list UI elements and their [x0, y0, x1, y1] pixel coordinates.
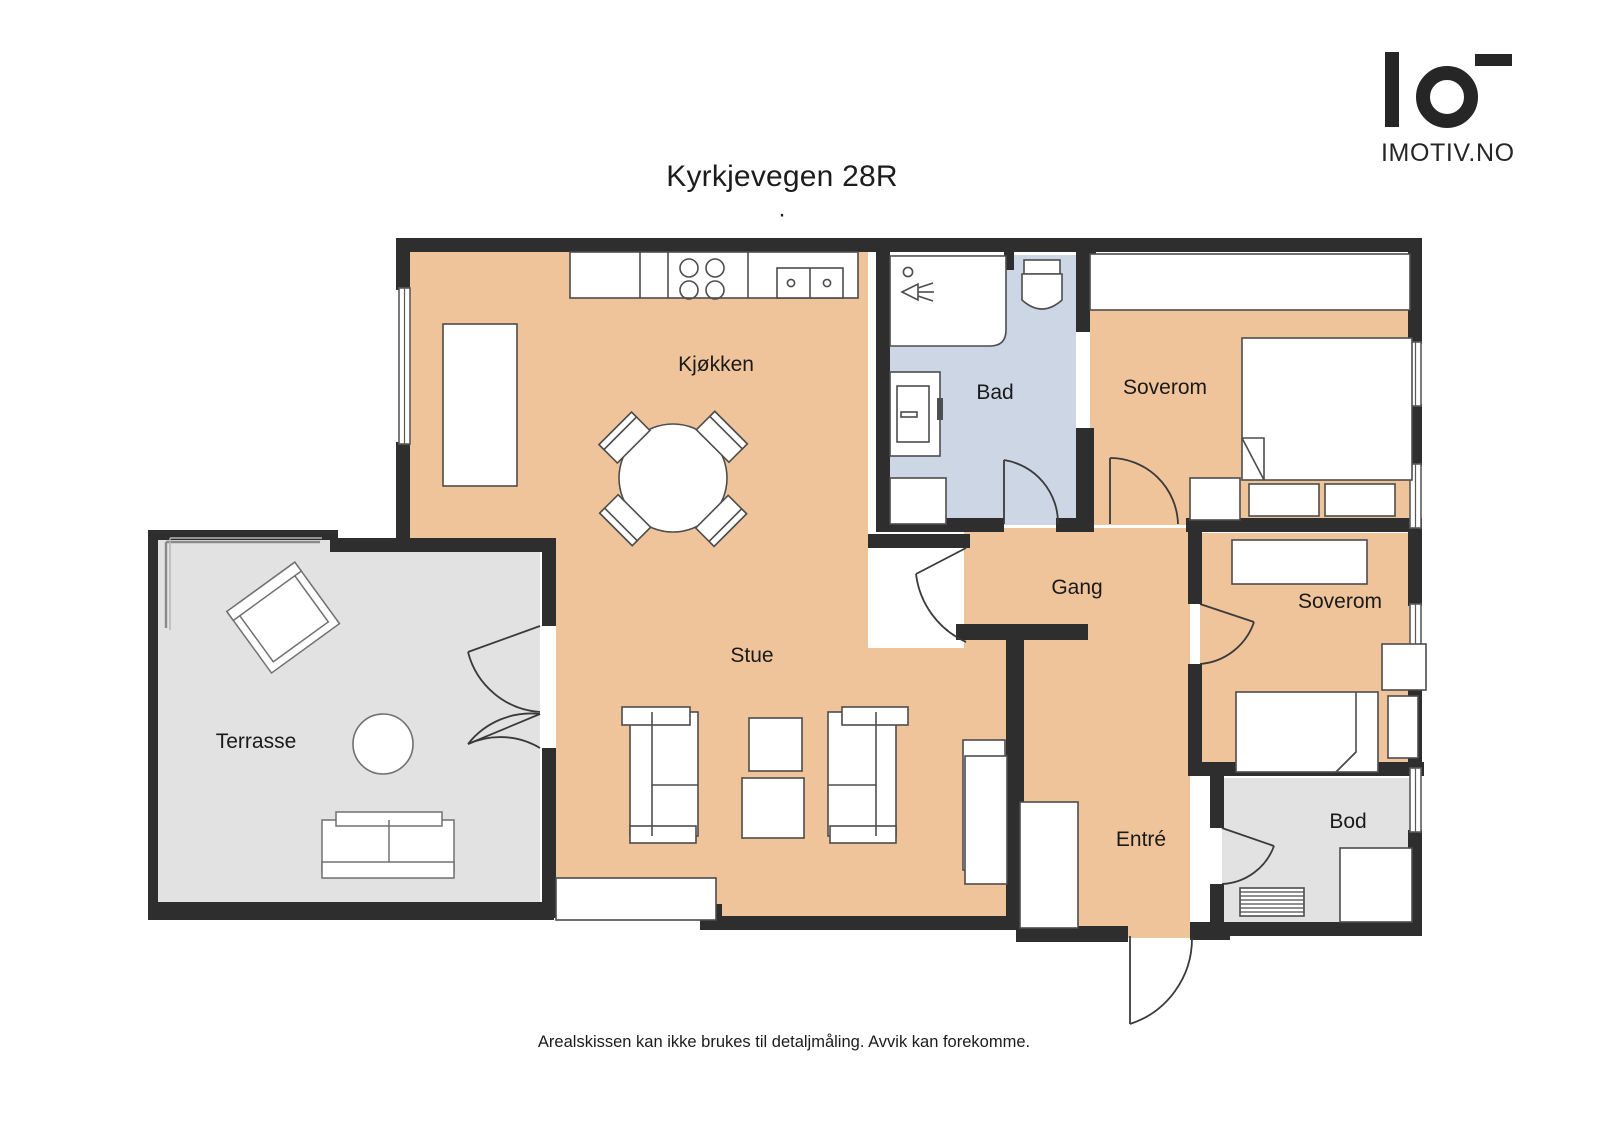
wall-exterior-east-3	[1408, 526, 1422, 606]
wardrobe-entre-left	[964, 755, 1008, 885]
wall-stue-west	[542, 538, 556, 626]
wall-bad-east-upper	[1076, 248, 1090, 332]
soverom-1-door	[1109, 457, 1179, 525]
imotiv-logo: IMOTIV.NO	[1377, 40, 1567, 175]
wardrobe-soverom-2	[1231, 539, 1368, 585]
wall-soverom1-south	[1186, 518, 1422, 532]
nightstand-lower	[1387, 695, 1419, 759]
disclaimer-note: Arealskissen kan ikke brukes til detaljm…	[0, 1033, 1600, 1052]
fixtures-kjokken	[442, 251, 859, 548]
wall-entre-south	[1016, 926, 1128, 942]
wall-exterior-west-upper	[396, 238, 410, 290]
fixtures-terrasse	[164, 537, 455, 879]
pillow	[1248, 483, 1320, 517]
entrance-door	[1129, 936, 1193, 1025]
wall-terrasse-west	[148, 530, 158, 912]
shower-tray	[889, 255, 1007, 347]
fixtures-soverom-2	[1231, 539, 1427, 773]
coffee-table-upper	[748, 717, 803, 772]
soverom-2-door	[1199, 603, 1255, 665]
title-dot: ·	[0, 201, 1600, 228]
room-label-entre: Entré	[1115, 828, 1167, 851]
room-label-terrasse: Terrasse	[215, 730, 297, 753]
armchair	[225, 561, 341, 675]
single-bed	[1235, 691, 1379, 773]
room-label-bod: Bod	[1329, 810, 1367, 833]
wall-exterior-south-east	[1190, 922, 1422, 936]
sofa-right	[827, 706, 909, 844]
wall-bad-west	[876, 248, 890, 530]
dining-chair-group	[597, 410, 749, 548]
stair-hatch	[1239, 887, 1305, 917]
logo-dash-icon	[1475, 54, 1512, 66]
cooktop-icon	[679, 258, 725, 300]
room-label-stue: Stue	[730, 644, 774, 667]
room-label-gang: Gang	[1051, 576, 1103, 599]
fixtures-bod	[1239, 847, 1413, 923]
outdoor-sofa	[321, 811, 455, 879]
wall-bod-west	[1210, 776, 1224, 828]
sofa-left	[621, 706, 699, 844]
room-label-soverom-1: Soverom	[1122, 376, 1208, 399]
fixtures-bad	[889, 255, 1063, 525]
pillow	[1324, 483, 1396, 517]
wardrobe-soverom-1	[1089, 253, 1411, 311]
washing-machine	[889, 477, 947, 525]
kitchen-sink-icon	[776, 267, 844, 299]
wall-stue-south-2	[700, 916, 1030, 930]
double-bed	[1241, 337, 1413, 517]
room-label-kjokken: Kjøkken	[678, 353, 754, 376]
bod-door	[1221, 827, 1275, 885]
wall-bod-west-2	[1210, 884, 1224, 928]
wall-gang-north-2	[956, 624, 1088, 640]
disclaimer-text: Arealskissen kan ikke brukes til detaljm…	[537, 1033, 1031, 1051]
imotiv-logo-icon	[1377, 40, 1567, 130]
wall-soverom2-west	[1188, 532, 1202, 604]
nightstand-soverom-1	[1189, 477, 1241, 521]
nightstand-upper	[1381, 643, 1427, 691]
wall-west-stue-jog	[396, 538, 556, 552]
wall-exterior-north	[396, 238, 1422, 252]
wall-terrasse-south	[148, 902, 554, 920]
wall-soverom2-west-2	[1188, 664, 1202, 774]
storage-cabinet	[1339, 847, 1413, 923]
terrace-door-lower	[467, 712, 541, 749]
fixtures-entre	[964, 755, 1079, 929]
sideboard	[555, 877, 717, 921]
wall-gang-north	[868, 534, 970, 548]
coffee-table-lower	[741, 777, 805, 839]
wall-exterior-west-mid	[396, 442, 410, 552]
outdoor-round-table	[352, 713, 414, 775]
tall-cabinet	[442, 323, 518, 487]
terrace-door-upper	[467, 625, 541, 713]
wardrobe-entre-right	[1019, 801, 1079, 929]
wall-entre-south-2	[1190, 922, 1230, 940]
room-label-soverom-2: Soverom	[1297, 590, 1383, 613]
page-title-text: Kyrkjevegen 28R	[666, 160, 898, 193]
windows	[398, 287, 1422, 833]
toilet	[1021, 259, 1063, 310]
bad-door	[1003, 459, 1059, 525]
page-title: Kyrkjevegen 28R	[0, 160, 1600, 194]
vanity-sink	[889, 371, 943, 457]
logo-text: IMOTIV.NO	[1381, 139, 1515, 167]
stue-gang-door	[915, 547, 967, 643]
balcony-railing	[164, 540, 320, 628]
dining-table-round	[618, 423, 728, 533]
wall-bad-east-lower	[1076, 428, 1094, 532]
doors	[467, 457, 1275, 1025]
fixtures-soverom-1	[1089, 253, 1413, 521]
logo-bar-icon	[1385, 52, 1399, 127]
wall-terrasse-north-2	[330, 538, 410, 552]
floor-drain-icon	[902, 266, 914, 278]
wall-bad-toilet-niche	[1004, 248, 1014, 270]
shower-head-icon	[900, 282, 934, 302]
wall-terrasse-north	[148, 530, 338, 540]
wall-exterior-east	[1408, 238, 1422, 344]
title-dot-text: ·	[778, 201, 786, 228]
wall-stue-west-lower	[542, 748, 556, 918]
room-label-bad: Bad	[976, 381, 1014, 404]
wall-soverom1-west	[1090, 248, 1096, 258]
